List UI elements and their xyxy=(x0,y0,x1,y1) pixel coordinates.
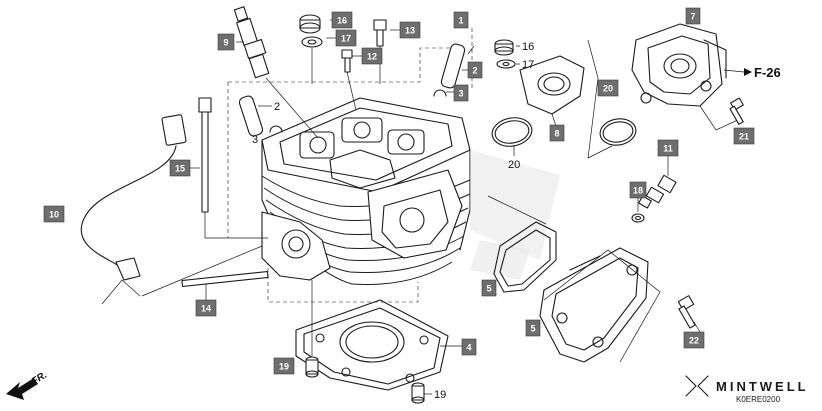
svg-text:1: 1 xyxy=(458,16,463,26)
valve-guide-left xyxy=(238,95,283,137)
bolt-22 xyxy=(677,295,701,333)
insulator xyxy=(519,55,585,127)
nut-washer-left xyxy=(299,14,323,84)
svg-text:11: 11 xyxy=(663,144,673,154)
callout-1: 1 xyxy=(453,11,469,29)
o-ring-center xyxy=(491,117,533,156)
svg-text:19: 19 xyxy=(279,362,289,372)
callout-9: 9 xyxy=(217,33,235,51)
intake-assembly xyxy=(631,23,743,131)
svg-text:14: 14 xyxy=(201,304,211,314)
svg-text:18: 18 xyxy=(633,186,643,196)
callout-13: 13 xyxy=(399,21,421,39)
callout-10: 10 xyxy=(43,205,65,223)
cylinder-head xyxy=(261,97,560,285)
dowel-pin-right xyxy=(411,382,432,404)
side-cover-gasket xyxy=(487,195,557,293)
label-2-plain: 2 xyxy=(274,101,280,113)
svg-text:2: 2 xyxy=(472,66,477,76)
svg-text:13: 13 xyxy=(405,26,415,36)
long-bolt xyxy=(190,97,268,239)
svg-text:15: 15 xyxy=(175,164,185,174)
svg-text:3: 3 xyxy=(458,89,463,99)
callout-3: 3 xyxy=(453,84,469,102)
spark-plug xyxy=(233,6,319,139)
callout-8: 8 xyxy=(549,124,565,142)
svg-text:16: 16 xyxy=(337,16,347,26)
diagram-code: K0ERE0200 xyxy=(736,395,781,404)
callout-17: 17 xyxy=(335,29,357,47)
svg-text:17: 17 xyxy=(341,34,351,44)
label-3-plain: 3 xyxy=(252,134,258,146)
front-arrow: FR. xyxy=(6,370,49,400)
cylinder-head-gasket xyxy=(295,299,462,391)
dowel-pin-left xyxy=(305,280,319,378)
temperature-sensor xyxy=(638,156,677,209)
callout-20: 20 xyxy=(597,79,619,97)
svg-text:10: 10 xyxy=(49,210,59,220)
svg-text:9: 9 xyxy=(223,38,228,48)
brand-logo-icon xyxy=(685,375,709,397)
group-outline xyxy=(227,28,473,303)
f26-arrow xyxy=(723,68,752,76)
callout-5-upper: 5 xyxy=(481,279,497,297)
callout-2: 2 xyxy=(467,61,483,79)
label-17-plain: 17 xyxy=(522,59,534,71)
callout-5-lower: 5 xyxy=(525,319,541,337)
nut-washer-right xyxy=(494,39,516,69)
side-cover xyxy=(539,247,661,363)
svg-text:21: 21 xyxy=(739,132,749,142)
wire-harness xyxy=(80,114,263,305)
svg-text:4: 4 xyxy=(466,343,471,353)
valve-guide-right xyxy=(433,43,466,97)
bolt-13 xyxy=(373,19,387,84)
label-16-plain: 16 xyxy=(522,41,534,53)
svg-text:5: 5 xyxy=(530,324,535,334)
sealing-washer xyxy=(631,198,645,223)
stud-bolt xyxy=(181,270,269,300)
callout-15: 15 xyxy=(169,159,191,177)
callout-11: 11 xyxy=(657,139,679,157)
svg-text:20: 20 xyxy=(603,84,613,94)
svg-text:8: 8 xyxy=(554,129,559,139)
brand-name: MINTWELL xyxy=(716,379,809,394)
label-20-plain: 20 xyxy=(508,159,520,171)
svg-text:22: 22 xyxy=(689,336,699,346)
callout-7: 7 xyxy=(685,7,701,25)
callout-18: 18 xyxy=(629,181,647,199)
o-ring-right xyxy=(587,39,637,159)
svg-text:7: 7 xyxy=(690,12,695,22)
bolt-12 xyxy=(341,49,357,111)
svg-text:12: 12 xyxy=(367,52,377,62)
label-19-plain: 19 xyxy=(434,389,446,401)
callout-4: 4 xyxy=(461,338,477,356)
callout-14: 14 xyxy=(195,299,217,317)
reference-f26: F-26 xyxy=(754,65,781,80)
callout-12: 12 xyxy=(361,47,383,65)
callout-21: 21 xyxy=(733,127,755,145)
svg-text:5: 5 xyxy=(486,284,491,294)
callout-19: 19 xyxy=(273,357,295,375)
callout-22: 22 xyxy=(683,331,705,349)
callout-16: 16 xyxy=(331,11,353,29)
bolt-21 xyxy=(729,97,744,125)
